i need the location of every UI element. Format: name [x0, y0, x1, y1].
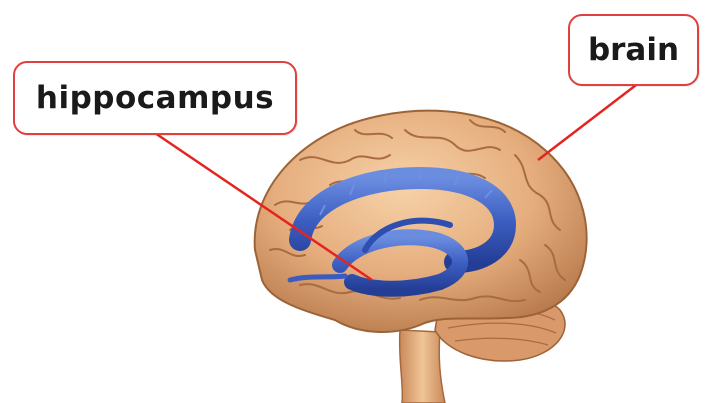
- brain-label: brain: [568, 14, 699, 86]
- hippocampus-label: hippocampus: [13, 61, 297, 135]
- brain-leader-line: [538, 82, 640, 160]
- brain-stem: [400, 330, 445, 403]
